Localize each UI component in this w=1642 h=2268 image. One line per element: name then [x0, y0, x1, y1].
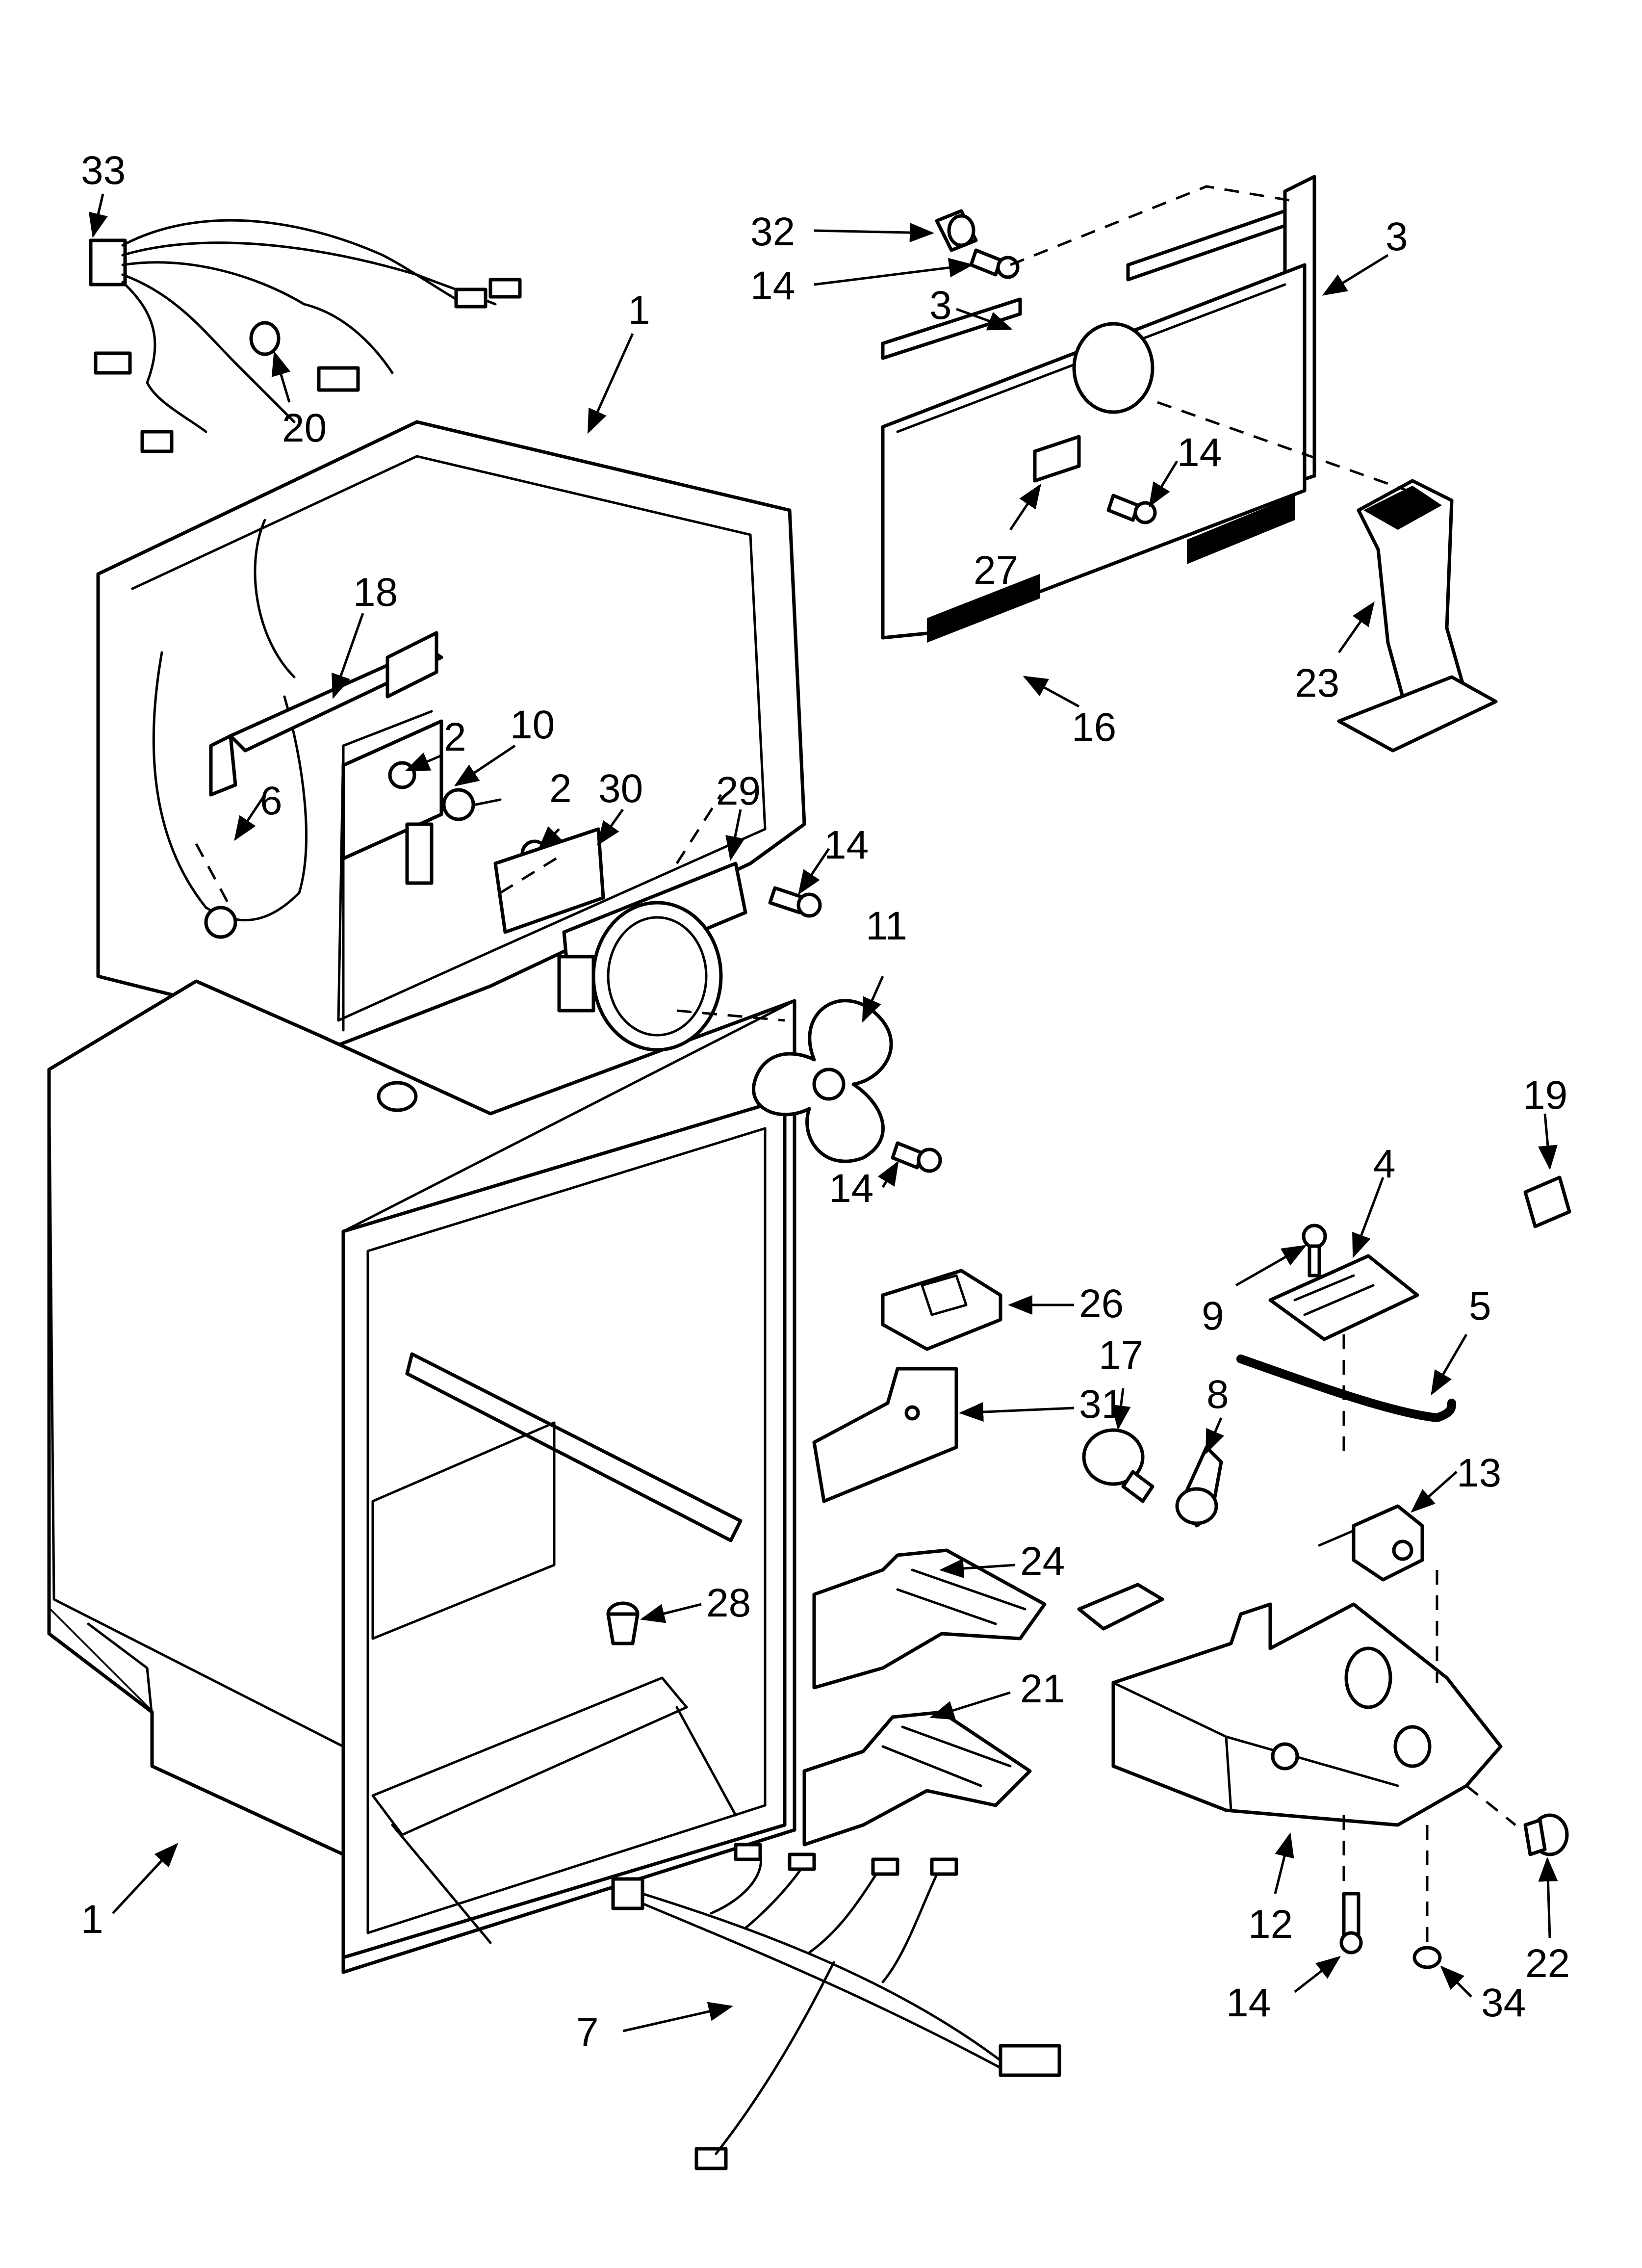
callout-14-blade: 14	[829, 1166, 873, 1211]
callout-34: 34	[1481, 1981, 1526, 2025]
screw-9	[1302, 1224, 1327, 1277]
grommet-2a	[388, 761, 416, 789]
gasket-strip-3a	[881, 297, 1022, 360]
callout-1-cabinet: 1	[81, 1897, 103, 1942]
thermostat-13	[1318, 1504, 1424, 1582]
callout-13: 13	[1457, 1451, 1501, 1495]
callout-5: 5	[1469, 1284, 1491, 1329]
plug-6	[204, 906, 237, 939]
air-duct-24	[812, 1548, 1047, 1690]
assembly-lines	[195, 185, 1516, 1943]
evaporator-cover-16	[881, 263, 1307, 643]
callout-29: 29	[716, 769, 761, 813]
control-housing-23	[1337, 479, 1498, 753]
nut-34	[1412, 1946, 1442, 1969]
callout-21: 21	[1020, 1667, 1065, 1711]
callout-27: 27	[974, 548, 1018, 593]
callout-32: 32	[750, 209, 795, 254]
screw-14d	[1106, 494, 1157, 524]
callout-17: 17	[1099, 1333, 1143, 1378]
bracket-18	[209, 631, 443, 797]
damper-26	[881, 1269, 1002, 1351]
drain-cap-28	[606, 1601, 640, 1645]
callout-1-freezer: 1	[628, 288, 650, 333]
callout-33: 33	[81, 148, 126, 193]
leader-lines	[88, 193, 1558, 2033]
air-duct-21	[802, 1710, 1032, 1847]
callout-24: 24	[1020, 1539, 1065, 1584]
control-board-4	[1268, 1254, 1419, 1341]
spacer-32	[935, 209, 978, 252]
callout-2-upper: 2	[444, 715, 466, 759]
light-socket-8	[1175, 1445, 1223, 1528]
callout-31: 31	[1079, 1382, 1124, 1427]
callout-10: 10	[510, 703, 555, 747]
callout-3-left: 3	[929, 283, 952, 328]
callout-14-spacer: 14	[750, 263, 795, 308]
switch-19	[1523, 1175, 1571, 1228]
refrigerator-cabinet	[47, 979, 796, 1974]
fan-bracket-30	[493, 827, 605, 934]
callout-11: 11	[866, 904, 907, 948]
control-tray-12	[1077, 1583, 1503, 1827]
callout-23: 23	[1295, 661, 1339, 705]
baffle-31	[812, 1367, 958, 1503]
callout-26: 26	[1079, 1281, 1124, 1326]
screw-14a	[768, 886, 822, 918]
callout-28: 28	[706, 1581, 751, 1625]
callout-4: 4	[1373, 1142, 1396, 1186]
callout-30: 30	[598, 766, 643, 811]
callout-22: 22	[1525, 1941, 1570, 1986]
screw-14b	[891, 1141, 942, 1173]
callout-8: 8	[1206, 1372, 1229, 1417]
callout-9: 9	[1202, 1294, 1224, 1338]
callout-2-lower: 2	[549, 766, 572, 811]
fan-shroud-29	[557, 861, 747, 1052]
callout-12: 12	[1248, 1902, 1293, 1947]
callout-18: 18	[353, 570, 398, 615]
callout-14-tray: 14	[1226, 1981, 1271, 2025]
callout-16: 16	[1072, 705, 1116, 750]
light-bulb-17	[1082, 1428, 1155, 1503]
wiring-harness-7	[611, 1843, 1061, 2170]
tube-5	[1236, 1355, 1456, 1422]
screw-14e	[1339, 1892, 1363, 1955]
callout-3-right: 3	[1385, 214, 1408, 259]
callout-20: 20	[282, 406, 327, 450]
callout-6: 6	[260, 779, 282, 823]
callout-7: 7	[576, 2010, 599, 2055]
knob-22	[1523, 1813, 1569, 1856]
callout-19: 19	[1523, 1073, 1567, 1118]
callout-14-cover: 14	[1177, 430, 1222, 475]
wiring-harness-33	[89, 219, 522, 453]
callout-14-fan: 14	[824, 823, 869, 867]
callout-labels: 33 20 1 18 2 10 6 2 30 29 14 11 14 32 14…	[81, 148, 1570, 2055]
